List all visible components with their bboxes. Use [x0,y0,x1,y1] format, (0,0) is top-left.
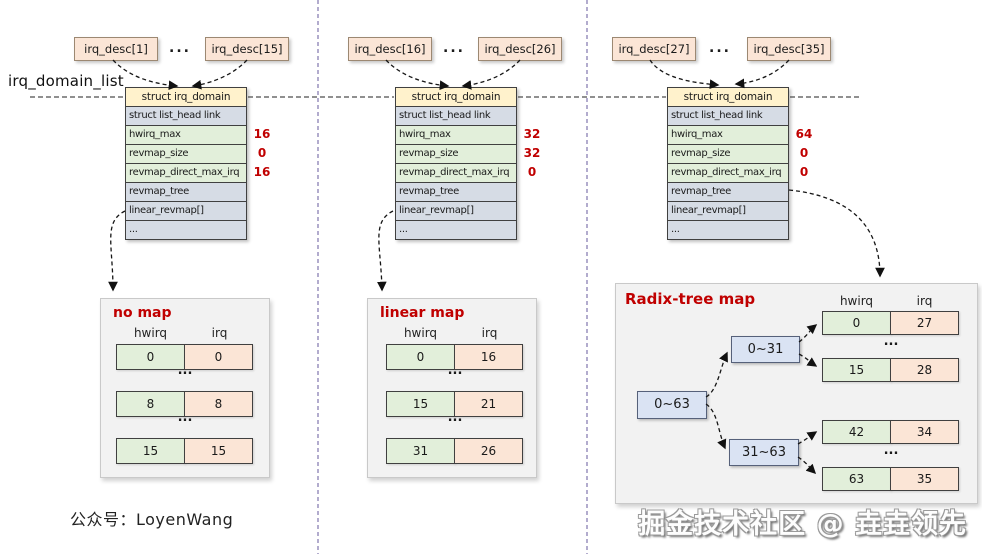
ellipsis: ... [883,443,899,458]
hwirq-cell: 0 [386,344,455,370]
field-revmap-size: revmap_size [396,145,516,164]
field-hwirq-max: hwirq_max [396,126,516,145]
radix-root-node: 0~63 [637,391,707,419]
ellipsis: ... [447,363,463,378]
field-hwirq-max: hwirq_max [668,126,788,145]
field-revmap-tree: revmap_tree [668,183,788,202]
field-hwirq-max: hwirq_max [126,126,246,145]
field-linear-revmap: linear_revmap[] [126,202,246,221]
arrow-struct1-to-no-map [108,210,126,292]
arrow-desc2-to-struct2 [461,59,521,90]
irq-desc-box: irq_desc[27] [612,37,696,61]
arrow-desc2-to-struct1 [191,59,248,90]
hwirq-cell: 42 [822,420,891,444]
revmap-size-value: 32 [523,146,541,160]
arrow-desc1-to-struct3 [649,59,720,90]
revmap-direct-max-irq-value: 16 [253,165,271,179]
ellipsis: ... [177,410,193,425]
irq-cell: 21 [454,391,523,417]
struct-irq-domain-table: struct irq_domain struct list_head link … [395,87,517,240]
hwirq-max-value: 32 [523,127,541,141]
radix-tree-map-title: Radix-tree map [625,290,756,308]
irq-cell: 8 [184,391,253,417]
hwirq-cell: 31 [386,438,455,464]
irq-cell: 28 [890,358,959,382]
ellipsis: ... [447,410,463,425]
ellipsis: ... [443,40,465,56]
field-ellipsis: ... [396,221,516,239]
irq-column-header: irq [481,326,498,340]
field-revmap-direct-max-irq: revmap_direct_max_irq [668,164,788,183]
struct-title: struct irq_domain [126,88,246,107]
hwirq-cell: 8 [116,391,185,417]
revmap-direct-max-irq-value: 0 [527,165,537,179]
irq-desc-box: irq_desc[16] [348,37,432,61]
irq-cell: 26 [454,438,523,464]
field-ellipsis: ... [668,221,788,239]
field-revmap-tree: revmap_tree [126,183,246,202]
arrow-struct2-to-linear-map [376,210,394,292]
ellipsis: ... [709,40,731,56]
hwirq-max-value: 16 [253,127,271,141]
irq-desc-box: irq_desc[26] [478,37,562,61]
ellipsis: ... [883,334,899,349]
irq-column-header: irq [916,294,933,308]
arrow-desc2-to-struct3 [734,59,790,89]
radix-upper-node: 0~31 [731,336,800,363]
hwirq-cell: 15 [822,358,891,382]
hwirq-cell: 0 [822,311,891,335]
irq-cell: 0 [184,344,253,370]
irq-column-header: irq [211,326,228,340]
field-linear-revmap: linear_revmap[] [396,202,516,221]
hwirq-column-header: hwirq [133,326,168,340]
struct-irq-domain-table: struct irq_domain struct list_head link … [125,87,247,240]
hwirq-cell: 15 [116,438,185,464]
field-list-head: struct list_head link [396,107,516,126]
linear-map-panel: linear map hwirq irq 0 16 ... 15 21 ... … [367,298,537,478]
hwirq-cell: 63 [822,467,891,491]
no-map-panel: no map hwirq irq 0 0 ... 8 8 ... 15 15 [100,298,270,478]
arrow-struct3-to-radix-map [788,189,885,278]
hwirq-cell: 15 [386,391,455,417]
irq-cell: 34 [890,420,959,444]
irq-desc-box: irq_desc[35] [747,37,831,61]
hwirq-max-value: 64 [795,127,813,141]
hwirq-column-header: hwirq [839,294,874,308]
irq-desc-box: irq_desc[15] [205,37,289,61]
field-revmap-direct-max-irq: revmap_direct_max_irq [396,164,516,183]
arrow-desc1-to-struct2 [385,59,450,91]
irq-desc-box: irq_desc[1] [74,37,158,61]
ellipsis: ... [177,363,193,378]
irq-cell: 27 [890,311,959,335]
radix-tree-map-panel: Radix-tree map hwirq irq 0~63 0~31 31~63… [615,283,978,504]
field-linear-revmap: linear_revmap[] [668,202,788,221]
revmap-size-value: 0 [257,146,267,160]
no-map-title: no map [113,305,172,321]
struct-irq-domain-table: struct irq_domain struct list_head link … [667,87,789,240]
irq-cell: 16 [454,344,523,370]
radix-lower-node: 31~63 [729,439,799,466]
field-revmap-tree: revmap_tree [396,183,516,202]
linear-map-title: linear map [380,305,465,321]
field-revmap-size: revmap_size [668,145,788,164]
struct-title: struct irq_domain [396,88,516,107]
revmap-direct-max-irq-value: 0 [799,165,809,179]
struct-title: struct irq_domain [668,88,788,107]
field-list-head: struct list_head link [126,107,246,126]
ellipsis: ... [169,40,191,56]
field-revmap-direct-max-irq: revmap_direct_max_irq [126,164,246,183]
irq-cell: 15 [184,438,253,464]
irq-domain-list-label: irq_domain_list [8,72,124,90]
revmap-size-value: 0 [799,146,809,160]
field-list-head: struct list_head link [668,107,788,126]
credit-text: 公众号：LoyenWang [70,510,234,529]
hwirq-column-header: hwirq [403,326,438,340]
field-revmap-size: revmap_size [126,145,246,164]
hwirq-cell: 0 [116,344,185,370]
field-ellipsis: ... [126,221,246,239]
irq-cell: 35 [890,467,959,491]
watermark-text: 掘金技术社区 @ 垚垚领先 [638,509,967,540]
